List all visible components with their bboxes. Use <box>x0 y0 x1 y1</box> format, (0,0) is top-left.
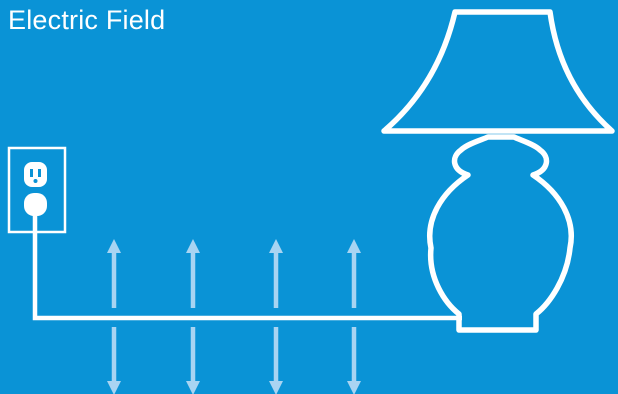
lamp-shade <box>384 12 612 131</box>
lamp-icon <box>384 12 612 330</box>
outlet-socket <box>24 162 47 187</box>
power-cord <box>35 214 462 318</box>
lamp-base <box>430 137 572 330</box>
plug-icon <box>24 193 47 216</box>
